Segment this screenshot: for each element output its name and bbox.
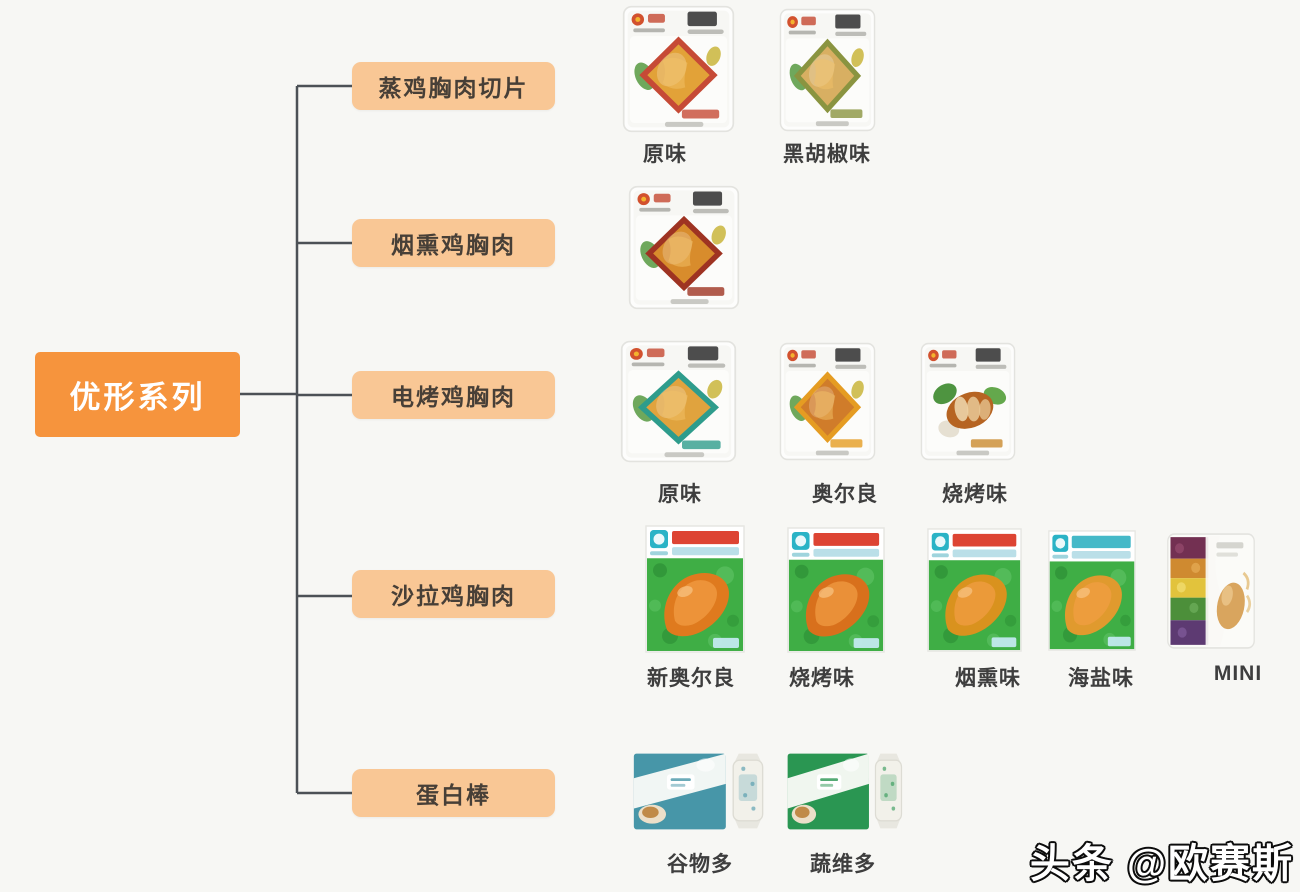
pouch-pack-illustration [620,340,737,463]
salad-pack-illustration [927,528,1022,652]
product-bar-grain [632,746,770,836]
product-caption: 新奥尔良 [647,667,735,690]
pouch-pack-illustration [779,342,876,461]
pouch-pack-illustration [622,5,735,133]
product-salad-bbq [787,527,885,653]
bar-pack-illustration [632,746,770,836]
product-caption: MINI [1213,662,1263,685]
branch-protein-bar: 蛋白棒 [352,769,555,817]
bar-pack-illustration [786,746,908,836]
product-caption: 谷物多 [667,853,733,876]
branch-steamed-slices: 蒸鸡胸肉切片 [352,62,555,110]
pouch-pack-illustration [628,185,740,310]
product-caption: 黑胡椒味 [783,143,871,166]
product-bar-veggie [786,746,908,836]
product-steamed-original [622,5,735,133]
product-roasted-bbq [920,342,1016,461]
product-salad-seasalt [1048,530,1136,651]
branch-smoked: 烟熏鸡胸肉 [352,219,555,267]
product-caption: 蔬维多 [810,853,876,876]
product-caption: 原味 [643,143,687,166]
product-caption: 奥尔良 [812,483,878,506]
branch-salad: 沙拉鸡胸肉 [352,570,555,618]
pouch-pack-illustration [779,8,876,132]
root-node: 优形系列 [35,352,240,437]
product-caption: 烟熏味 [955,667,1021,690]
product-steamed-blackpepper [779,8,876,132]
product-caption: 原味 [658,483,702,506]
branch-roasted: 电烤鸡胸肉 [352,371,555,419]
product-roasted-original [620,340,737,463]
mini-pack-illustration [1166,532,1256,650]
product-salad-smoked [927,528,1022,652]
product-salad-neworleans [645,525,745,653]
salad-pack-illustration [787,527,885,653]
product-caption: 烧烤味 [789,667,855,690]
salad-pack-illustration [645,525,745,653]
product-smoked [628,185,740,310]
watermark-toutiao: 头条 @欧赛斯 [1029,842,1294,886]
product-caption: 烧烤味 [942,483,1008,506]
salad-pack-illustration [1048,530,1136,651]
product-caption: 海盐味 [1068,667,1134,690]
product-salad-mini [1166,532,1256,650]
sliced-pouch-pack-illustration [920,342,1016,461]
product-roasted-orleans [779,342,876,461]
